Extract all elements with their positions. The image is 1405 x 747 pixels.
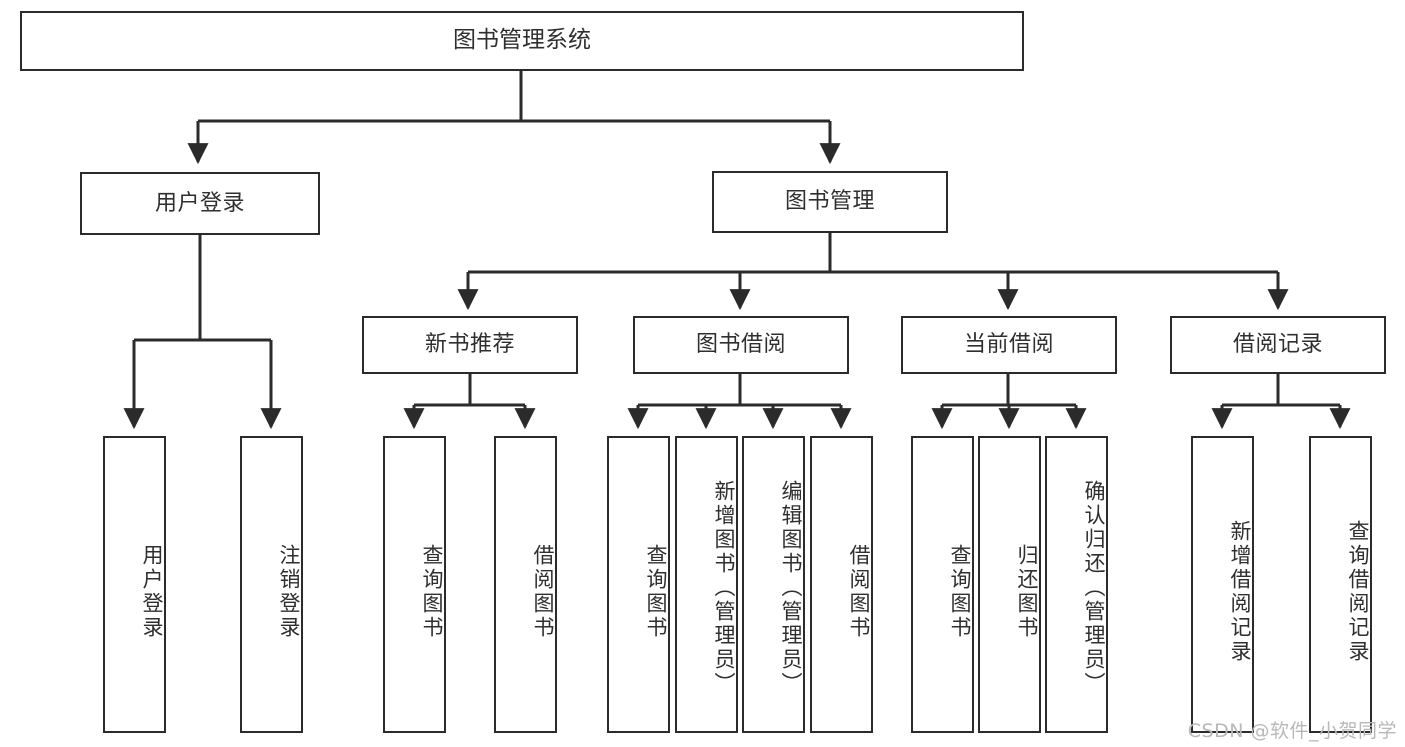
node-leaf-label: 查询图书: [948, 543, 972, 640]
node-user-login-label: 用户登录: [154, 190, 245, 216]
node-new-book-recommend[interactable]: 新书推荐: [362, 316, 578, 374]
node-leaf-book-borrow-edit[interactable]: 编辑图书（管理员）: [742, 436, 805, 733]
node-borrow-record-label: 借阅记录: [1232, 332, 1323, 358]
node-borrow-record[interactable]: 借阅记录: [1170, 316, 1386, 374]
node-leaf-label: 注销登录: [277, 543, 301, 640]
node-leaf-label: 借阅图书: [847, 543, 871, 640]
node-leaf-label: 编辑图书（管理员）: [779, 479, 803, 696]
node-leaf-borrow-record-query[interactable]: 查询借阅记录: [1309, 436, 1372, 733]
node-current-borrow-label: 当前借阅: [963, 332, 1054, 358]
node-leaf-label: 用户登录: [140, 543, 164, 640]
node-new-book-recommend-label: 新书推荐: [424, 332, 515, 358]
node-leaf-label: 借阅图书: [531, 543, 555, 640]
node-leaf-label: 归还图书: [1015, 543, 1039, 640]
node-leaf-user-login-login[interactable]: 用户登录: [103, 436, 166, 733]
node-book-borrow-label: 图书借阅: [695, 332, 786, 358]
node-leaf-current-borrow-query[interactable]: 查询图书: [911, 436, 974, 733]
node-current-borrow[interactable]: 当前借阅: [901, 316, 1117, 374]
node-leaf-label: 查询图书: [420, 543, 444, 640]
node-root[interactable]: 图书管理系统: [20, 11, 1024, 71]
node-leaf-label: 新增借阅记录: [1228, 519, 1252, 664]
node-leaf-book-borrow-add[interactable]: 新增图书（管理员）: [675, 436, 738, 733]
node-leaf-new-book-borrow[interactable]: 借阅图书: [494, 436, 557, 733]
node-leaf-label: 确认归还（管理员）: [1082, 479, 1106, 696]
node-leaf-label: 查询借阅记录: [1346, 519, 1370, 664]
watermark: CSDN @软件_小贺同学: [1187, 720, 1397, 742]
node-user-login[interactable]: 用户登录: [80, 172, 320, 235]
node-leaf-book-borrow-borrow[interactable]: 借阅图书: [810, 436, 873, 733]
node-leaf-label: 新增图书（管理员）: [712, 479, 736, 696]
node-leaf-current-borrow-confirm[interactable]: 确认归还（管理员）: [1045, 436, 1108, 733]
node-book-borrow[interactable]: 图书借阅: [633, 316, 849, 374]
node-leaf-borrow-record-add[interactable]: 新增借阅记录: [1191, 436, 1254, 733]
node-leaf-label: 查询图书: [644, 543, 668, 640]
node-book-manage[interactable]: 图书管理: [712, 171, 948, 233]
node-leaf-user-login-logout[interactable]: 注销登录: [240, 436, 303, 733]
node-leaf-new-book-query[interactable]: 查询图书: [383, 436, 446, 733]
node-leaf-current-borrow-return[interactable]: 归还图书: [978, 436, 1041, 733]
node-leaf-book-borrow-query[interactable]: 查询图书: [607, 436, 670, 733]
node-root-label: 图书管理系统: [453, 27, 591, 54]
node-book-manage-label: 图书管理: [784, 189, 875, 215]
